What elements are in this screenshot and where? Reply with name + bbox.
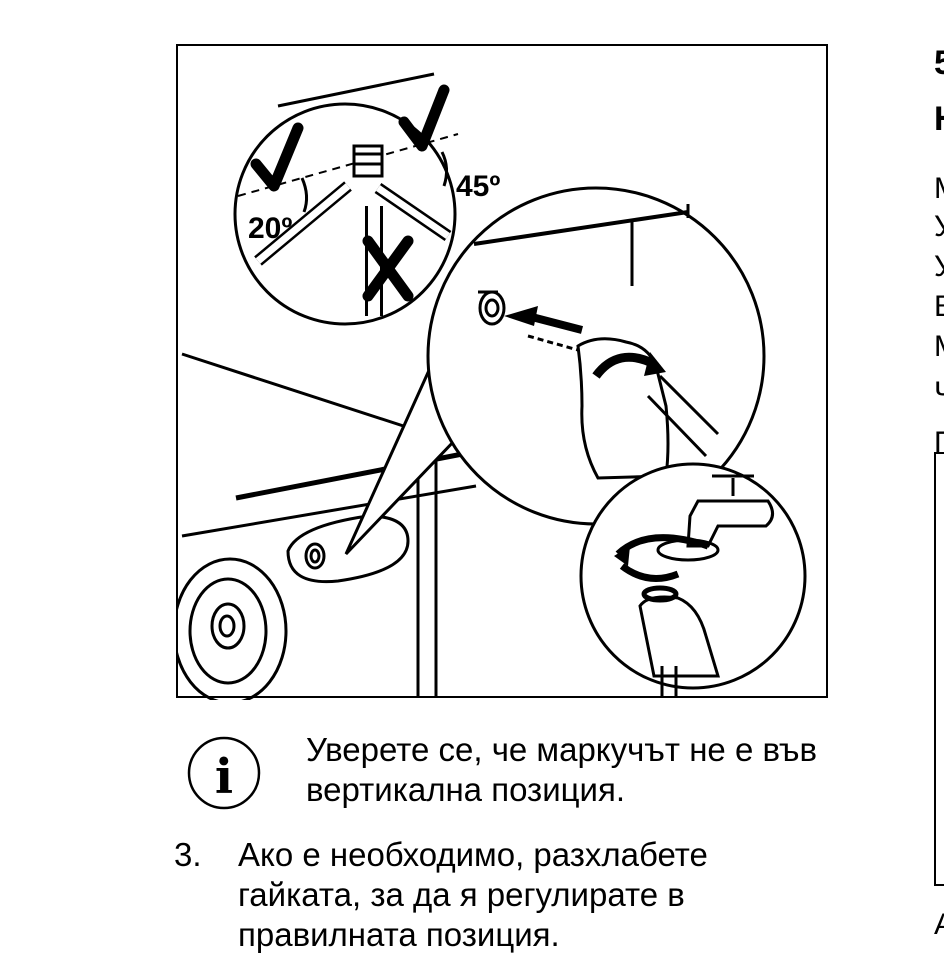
note-text: Уверете се, че маркучът не е във вертика… [306,731,818,808]
push-arrow-icon [504,306,538,326]
cross-icon [362,235,414,302]
paragraph-line: А [934,908,944,942]
paragraph-line: У [934,250,944,283]
angle-detail-circle: 20º 45º [233,72,500,326]
faucet-detail-circle [579,462,807,696]
check-icon-right [398,84,450,152]
angle-label-45: 45º [456,170,500,203]
rotate-arrow-icon [592,352,657,379]
section-heading-number: 5 [934,44,944,82]
drum-door [178,557,288,700]
figure-frame-cropped [934,452,944,886]
angle-label-20: 20º [248,212,292,245]
section-heading-text: Н [934,100,944,139]
step-text: Ако е необходимо, разхлабете гайката, за… [238,836,708,953]
paragraph-line: П [934,426,944,460]
rotate-arrow-left-icon [615,534,710,557]
paragraph-line: У [934,210,944,243]
paragraph-line: М [934,330,944,364]
nut-detail-circle [426,186,766,526]
machine-top-edge [181,352,429,436]
paragraph-line: Ч [934,376,944,410]
step-number: 3. [174,836,202,873]
paragraph-line: В [934,290,944,324]
right-column-cropped: 5 Н М У У В М Ч П А [932,0,944,955]
info-icon: i [186,735,262,811]
inlet-panel [286,514,410,584]
paragraph-line: М [934,172,944,206]
svg-text:i: i [215,749,233,805]
installation-illustration: 20º 45º [176,44,828,700]
hose-connection-drawing: 20º 45º [178,72,807,700]
check-icon-left [250,122,304,192]
